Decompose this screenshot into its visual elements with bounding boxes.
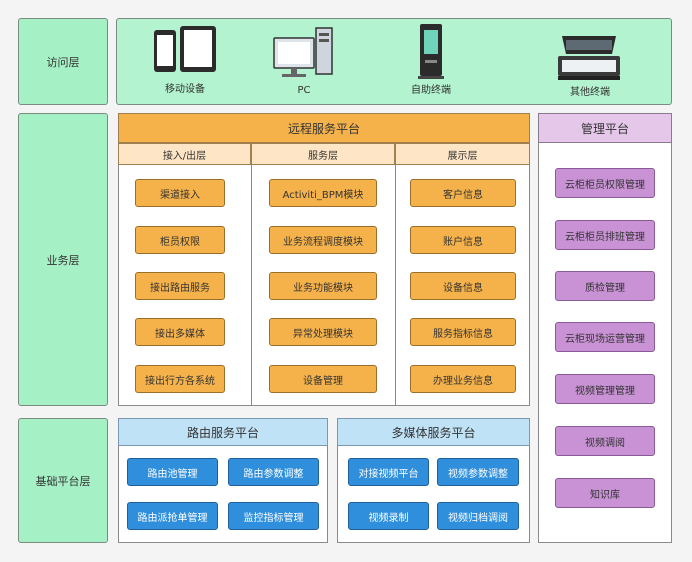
module-box: 业务功能模块	[269, 272, 377, 300]
module-box: 设备管理	[269, 365, 377, 393]
module-box: Activiti_BPM模块	[269, 179, 377, 207]
routing-item: 监控指标管理	[228, 502, 319, 530]
module-box: 设备信息	[410, 272, 516, 300]
routing-item: 路由参数调整	[228, 458, 319, 486]
scanner-terminal-icon	[556, 32, 622, 82]
device-label-pc: PC	[297, 85, 311, 96]
management-item: 视频管理管理	[555, 374, 655, 404]
device-label-mobile: 移动设备	[165, 84, 205, 95]
module-box: 业务流程调度模块	[269, 226, 377, 254]
management-item: 云柜柜员权限管理	[555, 168, 655, 198]
routing-platform-title: 路由服务平台	[118, 418, 328, 446]
mobile-devices-icon	[150, 24, 220, 76]
pc-icon	[272, 24, 336, 80]
module-box: 接出行方各系统	[135, 365, 225, 393]
multimedia-item: 视频参数调整	[437, 458, 519, 486]
management-item: 质检管理	[555, 271, 655, 301]
device-label-kiosk: 自助终端	[411, 85, 451, 96]
device-label-other: 其他终端	[570, 87, 610, 98]
layer-access-text: 访问层	[46, 55, 80, 69]
management-item: 云柜现场运营管理	[555, 322, 655, 352]
module-box: 柜员权限	[135, 226, 225, 254]
column-header-service: 服务层	[251, 143, 395, 165]
layer-business-text: 业务层	[46, 253, 80, 267]
multimedia-platform-title: 多媒体服务平台	[337, 418, 530, 446]
remote-platform-title: 远程服务平台	[118, 113, 530, 143]
column-header-access: 接入/出层	[118, 143, 251, 165]
module-box: 接出路由服务	[135, 272, 225, 300]
management-item: 知识库	[555, 478, 655, 508]
layer-base-text: 基础平台层	[35, 474, 91, 488]
kiosk-terminal-icon	[416, 22, 446, 80]
multimedia-item: 视频录制	[348, 502, 429, 530]
routing-item: 路由派抢单管理	[127, 502, 218, 530]
module-box: 办理业务信息	[410, 365, 516, 393]
management-item: 视频调阅	[555, 426, 655, 456]
module-box: 渠道接入	[135, 179, 225, 207]
column-divider	[251, 165, 252, 406]
management-item: 云柜柜员排班管理	[555, 220, 655, 250]
module-box: 服务指标信息	[410, 318, 516, 346]
multimedia-item: 视频归档调阅	[437, 502, 519, 530]
module-box: 账户信息	[410, 226, 516, 254]
column-header-display: 展示层	[395, 143, 530, 165]
layer-label-business: 业务层	[18, 113, 108, 406]
module-box: 异常处理模块	[269, 318, 377, 346]
routing-item: 路由池管理	[127, 458, 218, 486]
layer-label-access: 访问层	[18, 18, 108, 105]
layer-label-base: 基础平台层	[18, 418, 108, 543]
management-platform-title: 管理平台	[538, 113, 672, 143]
column-divider	[395, 165, 396, 406]
multimedia-item: 对接视频平台	[348, 458, 429, 486]
module-box: 接出多媒体	[135, 318, 225, 346]
module-box: 客户信息	[410, 179, 516, 207]
